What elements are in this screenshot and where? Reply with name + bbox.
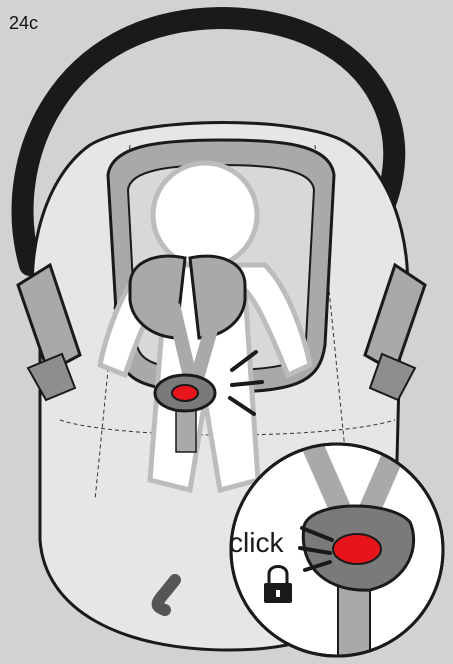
zoom-release-button [333, 534, 381, 564]
buckle-release-button [172, 385, 198, 401]
click-label: click [229, 527, 284, 558]
buckle [155, 375, 215, 411]
